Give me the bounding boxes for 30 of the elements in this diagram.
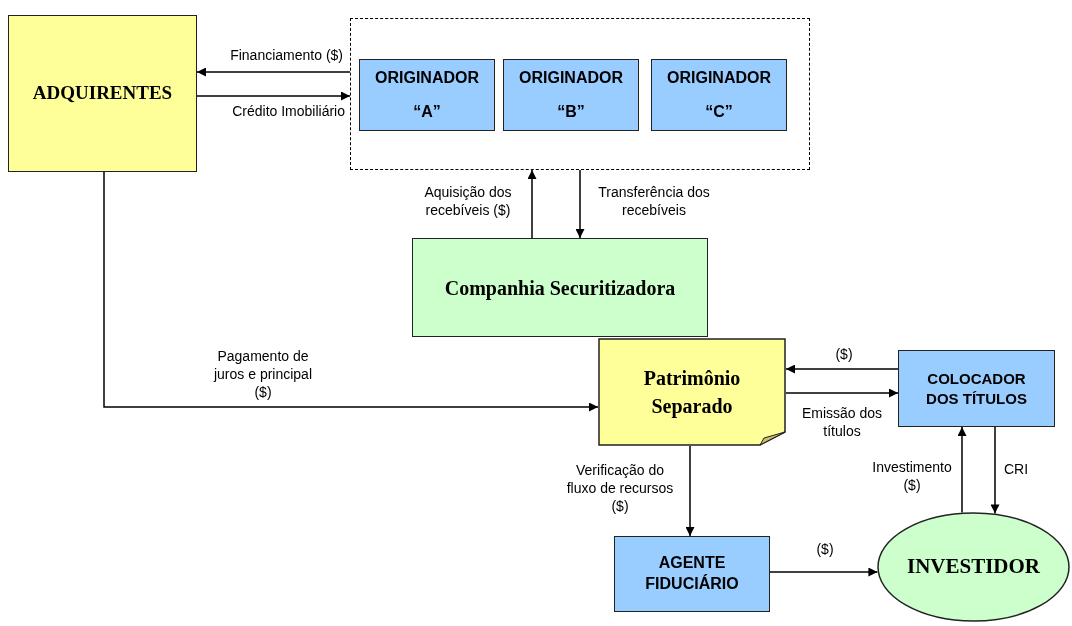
node-label: ADQUIRENTES — [32, 82, 173, 105]
process-box — [8, 15, 197, 172]
node-label: ORIGINADOR “C” — [666, 68, 772, 122]
process-box — [614, 536, 770, 612]
node-label: INVESTIDOR — [906, 554, 1040, 580]
process-box — [503, 59, 639, 131]
arrow — [527, 169, 537, 239]
node-label: ORIGINADOR “B” — [518, 68, 624, 122]
process-box — [898, 350, 1055, 427]
arrow — [196, 67, 351, 77]
dashed-group-box — [350, 18, 810, 170]
arrow — [196, 91, 351, 101]
process-box — [651, 59, 787, 131]
arrow — [785, 388, 899, 398]
arrow — [785, 364, 899, 374]
arrow — [685, 445, 695, 537]
node-label: Companhia Securitizadora — [444, 275, 676, 300]
note-box — [598, 338, 786, 446]
node-label: AGENTE FIDUCIÁRIO — [644, 553, 740, 594]
process-box — [412, 238, 708, 337]
ellipse-node — [877, 512, 1070, 622]
node-label: COLOCADOR DOS TÍTULOS — [925, 369, 1028, 408]
arrow — [575, 169, 585, 239]
process-box — [359, 59, 495, 131]
arrow — [957, 426, 967, 514]
arrow — [769, 567, 879, 577]
node-label: Patrimônio Separado — [642, 366, 742, 420]
arrow — [103, 171, 599, 412]
arrow — [990, 426, 1000, 515]
node-label: ORIGINADOR “A” — [374, 68, 480, 122]
